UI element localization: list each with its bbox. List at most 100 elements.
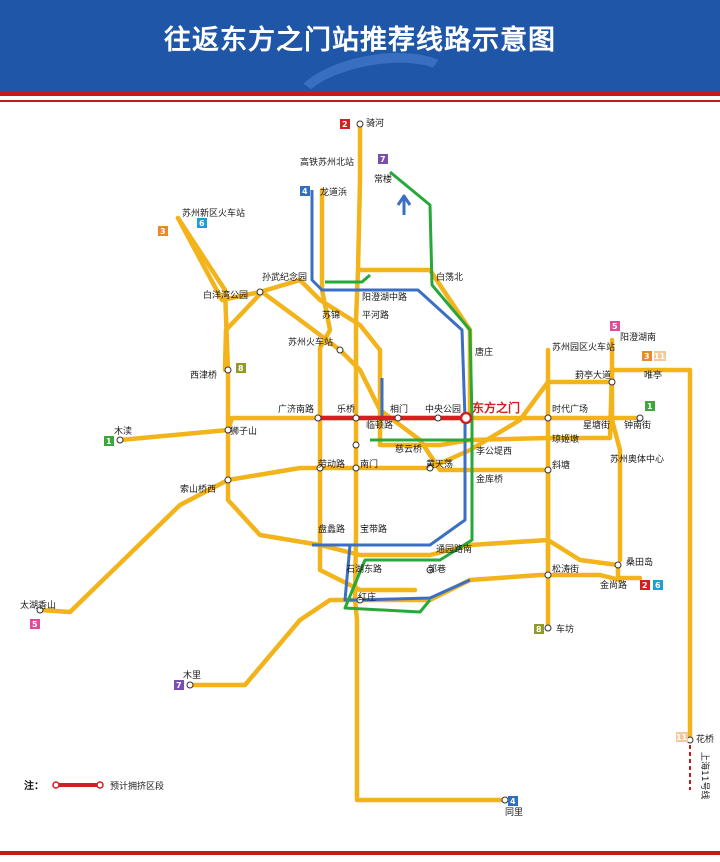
station-yitingdadao: 葑亭大道 bbox=[575, 369, 611, 381]
metro-line-6 bbox=[175, 215, 643, 581]
station-dot bbox=[544, 414, 552, 422]
line-badge: 2 bbox=[640, 580, 650, 590]
route-green-north bbox=[389, 170, 474, 419]
svg-text:3: 3 bbox=[160, 227, 166, 236]
station-dot bbox=[356, 120, 364, 128]
legend-swatch-end bbox=[96, 781, 104, 789]
station-dot bbox=[36, 606, 44, 614]
svg-text:1: 1 bbox=[647, 402, 653, 411]
station-dot bbox=[352, 414, 360, 422]
metro-line-8 bbox=[222, 289, 551, 631]
station-weiting: 唯亭 bbox=[644, 369, 662, 381]
station-dot bbox=[224, 476, 232, 484]
title-banner: 往返东方之门站推荐线路示意图 bbox=[0, 0, 720, 92]
svg-text:8: 8 bbox=[238, 364, 244, 373]
station-dot bbox=[394, 414, 402, 422]
station-tongli: 同里 bbox=[505, 807, 523, 818]
station-dot bbox=[336, 346, 344, 354]
svg-text:11: 11 bbox=[676, 733, 688, 742]
station-qiongji: 琼姬墩 bbox=[552, 433, 579, 445]
station-dot bbox=[544, 624, 552, 632]
station-suyuan: 苏锦 bbox=[322, 309, 340, 321]
legend-text: 预计拥挤区段 bbox=[110, 780, 164, 792]
station-chefang: 车坊 bbox=[556, 623, 574, 635]
svg-text:6: 6 bbox=[655, 581, 661, 590]
station-dot bbox=[116, 436, 124, 444]
station-markers bbox=[36, 120, 694, 804]
station-dot bbox=[314, 414, 322, 422]
station-muli: 木里 bbox=[183, 669, 201, 681]
top-red-rule bbox=[0, 92, 720, 96]
station-xinqu: 苏州新区火车站 bbox=[182, 207, 245, 219]
station-longdaobang: 龙道浜 bbox=[320, 186, 347, 198]
station-songtao: 松涛街 bbox=[552, 563, 579, 575]
station-hongzhuang: 红庄 bbox=[358, 591, 376, 603]
station-suoshan: 索山桥西 bbox=[180, 483, 216, 495]
station-dot bbox=[636, 414, 644, 422]
station-tangzhuang: 唐庄 bbox=[475, 346, 493, 358]
line-badge: 6 bbox=[653, 580, 663, 590]
station-dot bbox=[426, 566, 434, 574]
station-huaqiao: 花桥 bbox=[696, 733, 714, 745]
svg-text:2: 2 bbox=[642, 581, 648, 590]
station-dot bbox=[544, 571, 552, 579]
svg-text:7: 7 bbox=[176, 681, 182, 690]
station-taihu: 太湖香山 bbox=[20, 599, 56, 611]
station-shihudong: 石湖东路 bbox=[346, 563, 382, 575]
page-title: 往返东方之门站推荐线路示意图 bbox=[164, 25, 556, 56]
station-yuanqu: 苏州园区火车站 bbox=[552, 341, 615, 353]
station-dot bbox=[224, 426, 232, 434]
metro-line-3 bbox=[175, 215, 693, 743]
station-dot bbox=[256, 288, 264, 296]
station-shanghai11: 上海11号线 bbox=[699, 752, 711, 799]
legend-swatch-end bbox=[52, 781, 60, 789]
station-baidang: 白荡北 bbox=[436, 271, 463, 283]
station-xingtang: 星塘街 bbox=[583, 419, 610, 431]
station-muxu: 木渎 bbox=[114, 425, 132, 437]
station-zhongyang: 中央公园 bbox=[425, 403, 461, 415]
station-yangcheng-s: 阳澄湖南 bbox=[620, 331, 656, 343]
station-nanmen: 南门 bbox=[360, 458, 378, 470]
hub-station-marker bbox=[459, 411, 473, 425]
station-zhongnan: 钟南街 bbox=[624, 419, 651, 431]
station-dot bbox=[434, 414, 442, 422]
line-badge: 6 bbox=[197, 218, 207, 228]
station-dot bbox=[186, 681, 194, 689]
line-badge: 4 bbox=[508, 796, 518, 806]
line-badge: 3 bbox=[158, 226, 168, 236]
svg-text:5: 5 bbox=[612, 322, 618, 331]
line-badge: 5 bbox=[30, 619, 40, 629]
station-panpan: 盘蠡路 bbox=[318, 523, 345, 535]
metro-line-2 bbox=[352, 121, 508, 803]
line-badge: 1 bbox=[645, 401, 655, 411]
station-dot bbox=[608, 378, 616, 386]
svg-text:7: 7 bbox=[380, 155, 386, 164]
station-xietang: 斜塘 bbox=[552, 459, 570, 471]
line-badge: 7 bbox=[378, 154, 388, 164]
line-badge: 4 bbox=[300, 186, 310, 196]
station-labels: 骑河 高铁苏州北站 常楼 龙道浜 苏州新区火车站 孙武纪念园 白洋湾公园 阳澄湖… bbox=[20, 117, 714, 818]
svg-text:8: 8 bbox=[536, 625, 542, 634]
legend-label: 注： bbox=[24, 779, 44, 792]
line-badge: 7 bbox=[174, 680, 184, 690]
station-sunwu: 孙武纪念园 bbox=[262, 271, 307, 283]
svg-text:4: 4 bbox=[510, 797, 516, 806]
station-aoti: 苏州奥体中心 bbox=[610, 453, 664, 465]
station-jinku: 金库桥 bbox=[476, 473, 503, 485]
line-badge: 5 bbox=[610, 321, 620, 331]
station-guoxiang: 郭巷 bbox=[428, 563, 446, 575]
station-baiyangwan: 白洋湾公园 bbox=[203, 289, 248, 301]
line-badge: 8 bbox=[534, 624, 544, 634]
station-dot bbox=[316, 464, 324, 472]
station-dot bbox=[224, 366, 232, 374]
metro-line-east bbox=[609, 379, 623, 563]
line-badge: 1 bbox=[104, 436, 114, 446]
station-dot bbox=[356, 596, 364, 604]
station-changlou: 常楼 bbox=[374, 173, 392, 185]
station-sangtian: 桑田岛 bbox=[626, 556, 653, 568]
line-badge: 11 bbox=[654, 351, 666, 361]
station-dot bbox=[352, 441, 360, 449]
station-dot bbox=[614, 561, 622, 569]
station-qihe: 骑河 bbox=[366, 117, 384, 129]
